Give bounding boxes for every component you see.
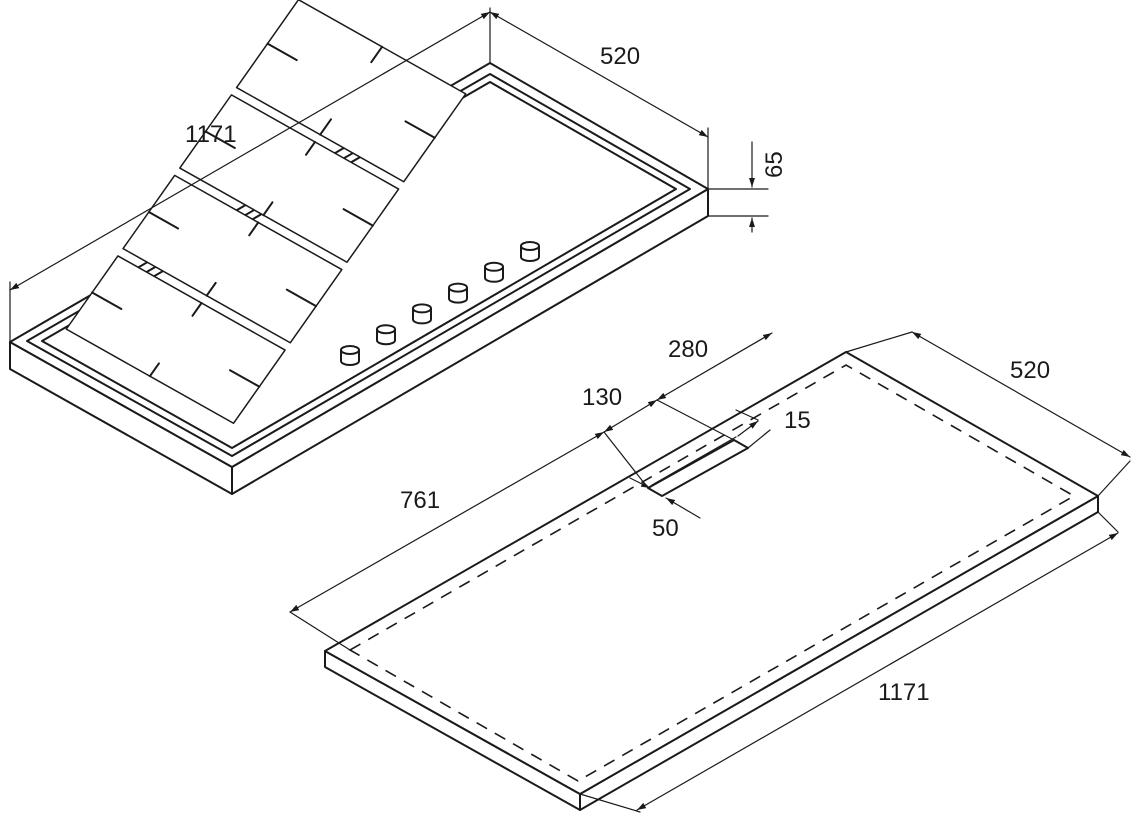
grate-finger [229,369,261,388]
dim-label-hob-height: 65 [761,151,788,178]
dim-line-slot-offset [603,399,658,433]
cutout-outline [348,364,1076,782]
dim-line-hob-width [9,11,491,291]
dim-label-slot-width: 50 [652,515,679,542]
dim-line-cutout-width [636,532,1119,811]
cutout-panel [324,351,1099,811]
control-knob [340,345,360,366]
dim-label-cutout-depth: 520 [1010,357,1050,384]
dim-line-cutout-depth [911,331,1131,458]
control-knobs [340,241,540,366]
dim-label-slot-offset-front: 761 [400,487,440,514]
dim-line-slot-depth [737,420,759,437]
dim-label-slot-depth: 15 [784,407,811,434]
dim-label-hob-depth: 520 [600,43,640,70]
dim-label-slot-length: 280 [668,336,708,363]
dim-line-hob-depth [489,11,709,138]
dim-label-cutout-width: 1171 [878,679,930,706]
cutout-dimensions: 1171 520 761 130 280 15 50 [289,331,1131,813]
control-knob [376,324,396,346]
grate-finger [91,291,123,310]
control-knob [448,282,468,304]
grate-finger [148,362,160,378]
grate-finger [191,302,203,317]
control-knob [412,303,432,325]
dim-label-slot-offset: 130 [582,384,622,411]
grate-finger [285,288,318,308]
dim-line-slot-offset-front [289,431,605,613]
hob-dimensions: 1171 520 65 [9,7,788,343]
hob [9,0,709,495]
dim-label-hob-width: 1171 [185,121,237,148]
control-knob [484,261,504,283]
control-knob [520,241,540,262]
dim-line-slot-length [656,332,773,401]
dim-line-slot-width [665,497,701,519]
